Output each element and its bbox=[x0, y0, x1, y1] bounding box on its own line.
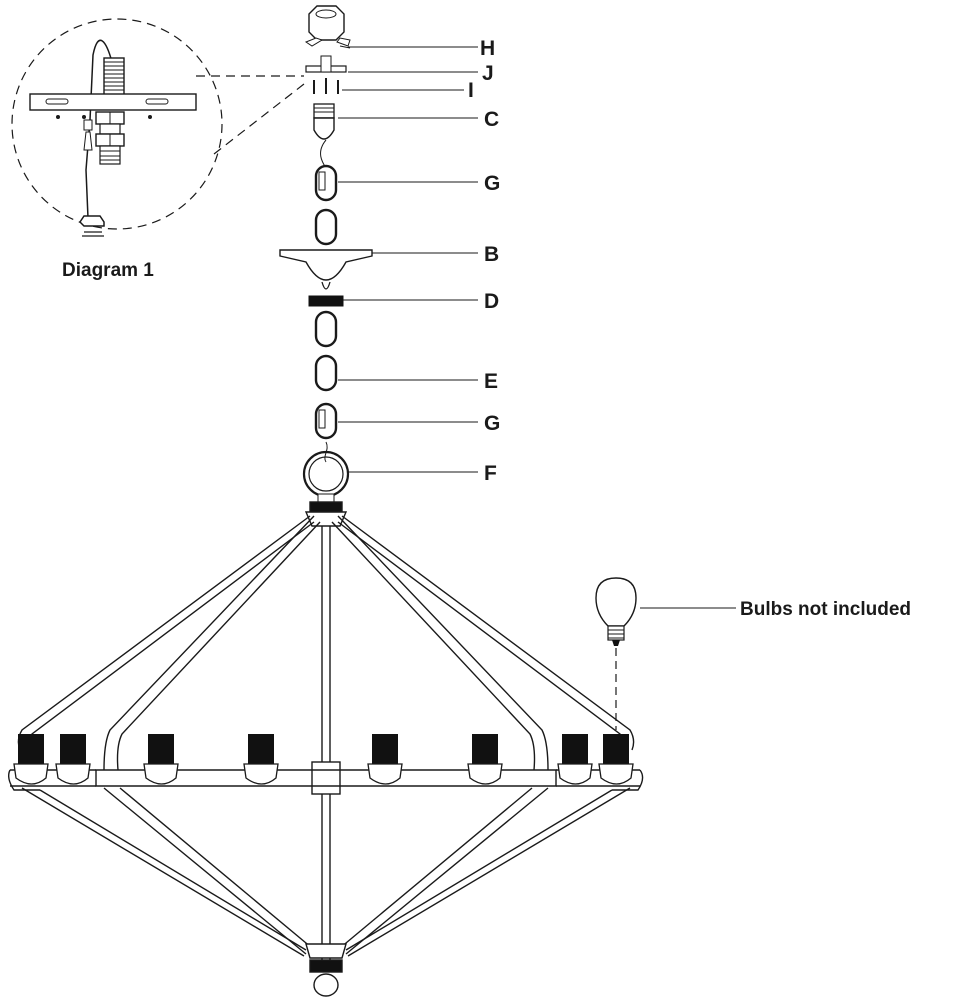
wire-nut-left bbox=[304, 37, 324, 47]
bulb-note: Bulbs not included bbox=[740, 599, 911, 620]
inset-ground-screw bbox=[83, 119, 93, 151]
wire-nut-right bbox=[336, 37, 351, 47]
finial bbox=[313, 973, 339, 997]
label-C: C bbox=[484, 108, 499, 131]
collar-loop bbox=[313, 103, 478, 140]
inset-caption: Diagram 1 bbox=[62, 260, 154, 281]
label-G-upper: G bbox=[484, 172, 500, 195]
lower-chain bbox=[314, 310, 478, 463]
mounting-hardware bbox=[304, 5, 478, 94]
socket bbox=[55, 734, 91, 785]
inset-wire-nut bbox=[79, 215, 105, 227]
socket bbox=[367, 734, 403, 785]
part-labels: H J I C G B D E G F Bulbs not included bbox=[468, 37, 911, 620]
label-J: J bbox=[482, 62, 494, 85]
label-G-lower: G bbox=[484, 412, 500, 435]
junction-box bbox=[308, 5, 345, 41]
light-bulb bbox=[595, 577, 736, 730]
upper-chain bbox=[314, 139, 478, 246]
candle-sockets bbox=[13, 734, 634, 785]
inset-crossbar bbox=[29, 93, 197, 119]
label-F: F bbox=[484, 462, 497, 485]
inset-leader-bottom bbox=[213, 83, 305, 155]
socket bbox=[557, 734, 593, 785]
inset-diagram-1: Diagram 1 bbox=[11, 18, 305, 281]
label-B: B bbox=[484, 243, 499, 266]
bottom-hub bbox=[309, 959, 343, 973]
inset-lock-nuts bbox=[95, 111, 125, 165]
socket bbox=[467, 734, 503, 785]
label-H: H bbox=[480, 37, 495, 60]
canopy-ring bbox=[308, 281, 478, 307]
socket bbox=[598, 734, 634, 785]
socket bbox=[243, 734, 279, 785]
chandelier-frame bbox=[7, 501, 644, 997]
canopy bbox=[279, 249, 478, 281]
socket bbox=[13, 734, 49, 785]
top-hub bbox=[309, 501, 343, 513]
label-D: D bbox=[484, 290, 499, 313]
label-I: I bbox=[468, 79, 474, 102]
inset-threaded-nipple bbox=[103, 57, 125, 97]
socket bbox=[143, 734, 179, 785]
inset-circle bbox=[11, 18, 223, 230]
hanging-ring bbox=[302, 450, 478, 505]
label-E: E bbox=[484, 370, 498, 393]
